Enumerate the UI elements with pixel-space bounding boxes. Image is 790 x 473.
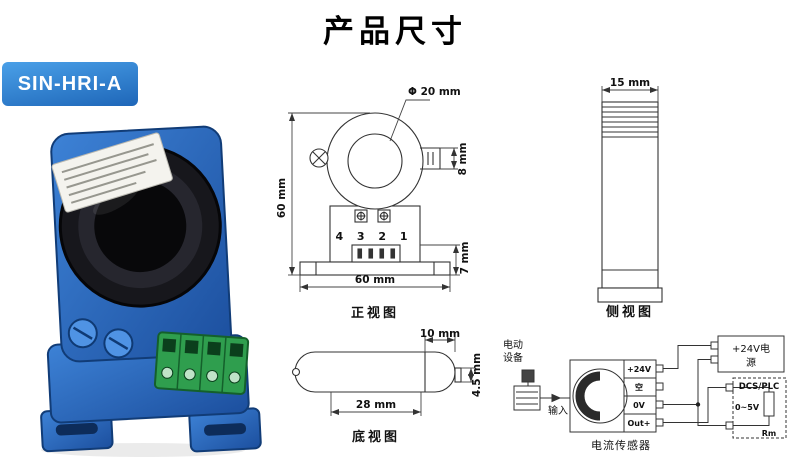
dim-clamp-label: 8 mm <box>457 143 469 176</box>
front-view-outline <box>299 112 451 276</box>
sensor-body-photo <box>40 125 262 453</box>
device-label-line1: 电动 <box>503 338 523 351</box>
front-view-caption: 正视图 <box>351 305 399 321</box>
side-view-caption: 侧视图 <box>606 304 654 320</box>
terminal-screw-icon <box>354 209 368 223</box>
bottom-view-dimensions <box>330 336 475 416</box>
foot-slot-right <box>204 423 247 436</box>
side-view-dimensions <box>601 86 659 102</box>
resistor-label: Rm <box>762 429 777 438</box>
bottom-view-outline <box>291 351 462 393</box>
wiring-shapes <box>513 335 787 439</box>
range-label: 0~5V <box>735 403 760 412</box>
sensor-pin-0v <box>655 400 664 409</box>
sensor-core-crescent <box>575 371 601 421</box>
power-box-outline <box>717 335 785 373</box>
terminal-numbers: 4 3 2 1 <box>335 230 412 243</box>
device-plug-icon <box>521 369 535 383</box>
connector-outline <box>351 244 401 263</box>
device-label-line2: 设备 <box>503 351 523 364</box>
dim-depth-label: 15 mm <box>610 77 650 89</box>
sensor-terminal-label: 0V <box>633 401 646 410</box>
dcs-pin-1 <box>725 383 734 392</box>
sensor-pin-24v <box>655 364 664 373</box>
resistor-icon <box>763 391 775 417</box>
wiring-caption: 电流传感器 <box>591 438 651 452</box>
aperture-hole <box>94 180 187 273</box>
power-pin-2 <box>710 355 719 364</box>
front-view-drawing: Φ 20 mm 60 mm 8 mm 7 mm 60 mm 4 3 2 1 正视… <box>276 86 471 321</box>
wire-0v <box>663 359 711 405</box>
dim-tab-label: 10 mm <box>420 328 460 340</box>
sensor-pin-nc <box>655 382 664 391</box>
dim-width-label: 60 mm <box>355 274 395 286</box>
product-photo <box>40 125 262 457</box>
side-view-outline <box>597 101 663 303</box>
wiring-diagram: 电动 设备 输入 +24V 空 0V Out+ +24V电 源 DCS/PLC … <box>503 335 787 452</box>
page-title: 产品尺寸 <box>323 14 467 49</box>
sensor-terminal-label: 空 <box>635 382 643 392</box>
dcs-label: DCS/PLC <box>739 382 780 392</box>
green-terminal-block <box>153 331 250 395</box>
terminal-screw-icon <box>377 209 391 223</box>
dim-tab-height-label: 4.5 mm <box>471 353 483 397</box>
power-label-line1: +24V电 <box>732 342 770 355</box>
model-badge-label: SIN-HRI-A <box>17 72 123 95</box>
input-arrow-icon <box>551 393 562 403</box>
dim-inner-label: 28 mm <box>356 399 396 411</box>
wire-24v <box>663 345 711 369</box>
wire-0v-dcs <box>697 404 726 426</box>
foot-slot-left <box>55 422 98 436</box>
dcs-pin-2 <box>725 421 734 430</box>
sensor-terminal-label: +24V <box>627 365 652 374</box>
spec-label-sticker <box>51 132 173 213</box>
wire-junction-dot <box>695 402 701 407</box>
dim-base-label: 7 mm <box>459 242 471 275</box>
front-view-dimensions <box>288 99 460 292</box>
bottom-view-caption: 底视图 <box>352 429 400 445</box>
dim-phi-label: Φ 20 mm <box>408 86 461 98</box>
dim-height-label: 60 mm <box>276 178 288 218</box>
sensor-terminal-label: Out+ <box>627 419 650 428</box>
model-badge: SIN-HRI-A <box>2 62 138 106</box>
power-label-line2: 源 <box>746 356 756 369</box>
bottom-view-drawing: 10 mm 4.5 mm 28 mm 底视图 <box>291 328 483 445</box>
side-view-drawing: 15 mm 侧视图 <box>597 77 663 320</box>
input-label: 输入 <box>548 404 568 417</box>
power-pin-1 <box>710 341 719 350</box>
sensor-pin-out <box>655 418 664 427</box>
wire-out <box>663 387 726 423</box>
